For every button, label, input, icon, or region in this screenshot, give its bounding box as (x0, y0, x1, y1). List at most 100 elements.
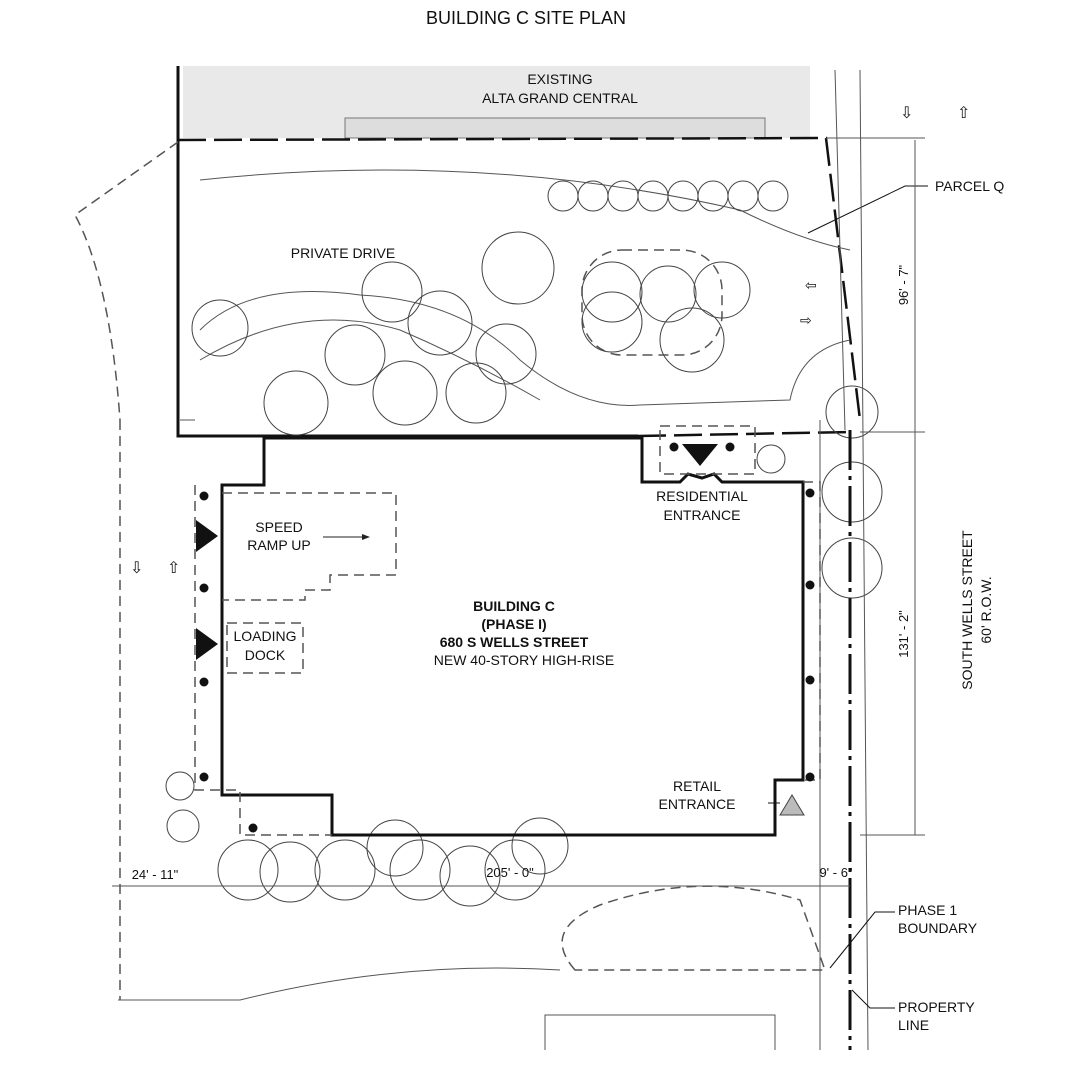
property-line-label-1: PROPERTY (898, 999, 975, 1015)
tree-icon (217, 839, 279, 901)
building-label-1: BUILDING C (473, 598, 555, 614)
column-icon (725, 442, 735, 452)
retail-entrance-label-2: ENTRANCE (658, 796, 735, 812)
tree-icon (825, 385, 879, 439)
loading-dock-label-1: LOADING (233, 628, 296, 644)
street-edge (819, 69, 869, 1051)
parcel-south-boundary (637, 430, 851, 438)
building-footprint (220, 436, 805, 837)
parcel-west-boundary (176, 66, 638, 438)
tree-icon (727, 180, 759, 212)
drive-curve (199, 319, 541, 401)
column-icon (199, 772, 209, 782)
arrow-down-icon: ⇩ (130, 560, 143, 577)
arrow-up-icon: ⇧ (957, 105, 970, 122)
tree-icon (697, 180, 729, 212)
dim-north-label: 96' - 7" (896, 264, 911, 305)
column-icon (199, 491, 209, 501)
residential-entrance-label-2: ENTRANCE (663, 507, 740, 523)
tree-icon (637, 180, 669, 212)
south-drive (118, 967, 561, 1001)
tree-icon (389, 839, 451, 901)
planter (581, 249, 723, 356)
dimension-ticks (826, 137, 925, 836)
building-label-3: 680 S WELLS STREET (440, 634, 589, 650)
tree-icon (324, 324, 386, 386)
tree-icon (445, 362, 507, 424)
tree-icon (659, 307, 725, 373)
tree-icon (639, 265, 697, 323)
speed-ramp-outline (222, 492, 397, 601)
street-label-2: 60' R.O.W. (978, 576, 994, 643)
tree-icon (511, 817, 569, 875)
south-building-outline (544, 1014, 776, 1050)
retail-entrance-label-1: RETAIL (673, 778, 721, 794)
tree-icon (372, 360, 438, 426)
arrow-right-icon: ⇨ (800, 312, 812, 328)
arrow-down-icon: ⇩ (900, 105, 913, 122)
column-icon (248, 823, 258, 833)
existing-label-2: ALTA GRAND CENTRAL (482, 90, 638, 106)
tree-icon (263, 370, 329, 436)
building-label-4: NEW 40-STORY HIGH-RISE (434, 652, 614, 668)
tree-icon (407, 290, 473, 356)
column-icon (199, 677, 209, 687)
speed-ramp-label-1: SPEED (255, 519, 302, 535)
tree-icon (577, 180, 609, 212)
tree-icon (361, 261, 423, 323)
arrow-left-icon: ⇦ (805, 277, 817, 293)
dim-east-label: 131' - 2" (896, 610, 911, 658)
residential-entrance-label-1: RESIDENTIAL (656, 488, 748, 504)
loading-dock-outline (226, 622, 304, 674)
tree-icon (166, 809, 200, 843)
parcel-north-boundary (177, 136, 862, 421)
existing-label-1: EXISTING (527, 71, 592, 87)
tree-icon (821, 537, 883, 599)
drive-curve (199, 291, 851, 406)
entry-triangle-icon (196, 520, 218, 552)
phase-boundary-leader (829, 911, 895, 969)
tree-icon (475, 323, 537, 385)
tree-icon (607, 180, 639, 212)
loading-dock-label-2: DOCK (245, 647, 286, 663)
street-label-1: SOUTH WELLS STREET (959, 530, 975, 690)
building-label-2: (PHASE I) (481, 616, 546, 632)
dim-west-label: 24' - 11" (132, 867, 179, 882)
phase-boundary-planter (561, 885, 827, 971)
parcel-leader (807, 185, 928, 234)
column-icon (669, 442, 679, 452)
columns (199, 442, 815, 833)
tree-icon (756, 444, 786, 474)
tree-icon (481, 231, 555, 305)
tree-icon (439, 845, 501, 907)
column-icon (199, 583, 209, 593)
tree-icon (693, 261, 751, 319)
tree-icon (191, 299, 249, 357)
residential-canopy (659, 425, 756, 475)
tree-icon (259, 841, 321, 903)
phase-boundary-label-1: PHASE 1 (898, 902, 957, 918)
west-drive-edge (74, 141, 179, 421)
tree-icon (547, 180, 579, 212)
canopy-outline-east (803, 481, 821, 781)
tree-icon (314, 839, 376, 901)
residential-entry-triangle-icon (682, 444, 718, 466)
column-icon (805, 772, 815, 782)
tree-icon (366, 819, 424, 877)
entry-triangle-icon (196, 628, 218, 660)
tree-icon (581, 261, 643, 323)
dim-south-label: 205' - 0" (486, 865, 534, 880)
parcel-label: PARCEL Q (935, 178, 1004, 194)
plan-title: BUILDING C SITE PLAN (426, 8, 626, 28)
trees (165, 180, 883, 907)
tree-icon (484, 839, 546, 901)
tree-icon (165, 771, 195, 801)
property-line-leader (851, 989, 895, 1009)
phase-boundary-label-2: BOUNDARY (898, 920, 978, 936)
speed-ramp-label-2: RAMP UP (247, 537, 311, 553)
column-icon (805, 580, 815, 590)
ramp-arrowhead-icon (362, 534, 370, 540)
drive-curve (180, 169, 851, 421)
tree-icon (821, 461, 883, 523)
